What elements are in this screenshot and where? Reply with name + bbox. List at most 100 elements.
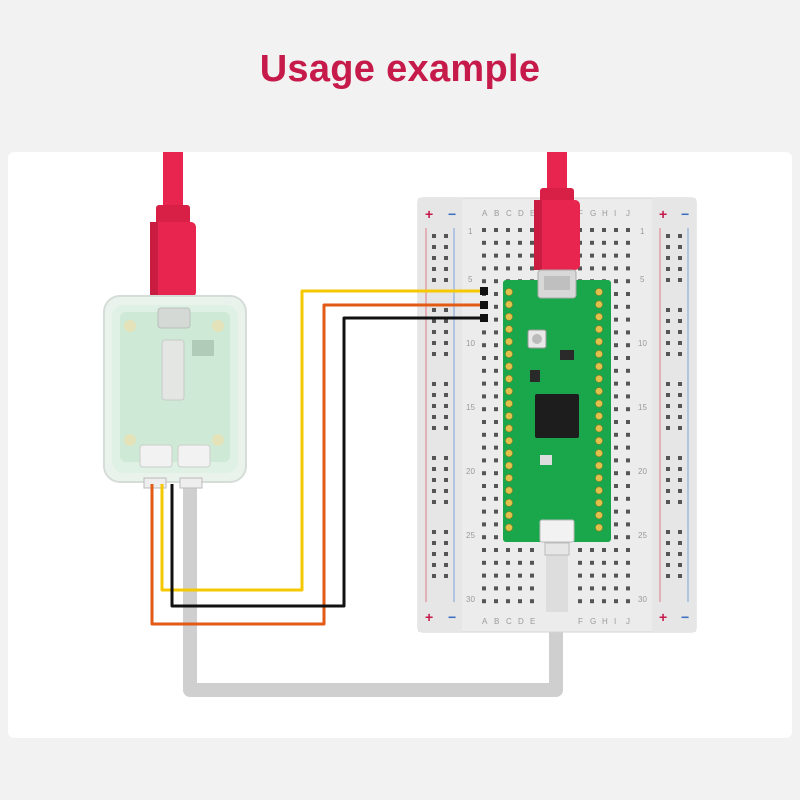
breadboard-hole <box>518 586 522 591</box>
breadboard-hole <box>614 573 618 578</box>
breadboard-hole <box>626 586 630 591</box>
breadboard-hole <box>444 393 448 397</box>
breadboard-hole <box>626 420 630 424</box>
breadboard-hole <box>494 496 498 501</box>
breadboard-hole <box>614 240 618 245</box>
breadboard-hole <box>482 471 486 476</box>
breadboard-hole <box>444 574 448 578</box>
breadboard-hole <box>614 407 618 412</box>
breadboard-hole <box>494 445 498 450</box>
breadboard-hole <box>678 500 682 504</box>
breadboard-hole <box>614 317 618 322</box>
breadboard-hole <box>666 341 670 345</box>
breadboard-hole <box>518 599 522 604</box>
breadboard-hole <box>626 240 630 245</box>
row-number: 15 <box>638 403 647 412</box>
pico-pin <box>505 374 513 383</box>
breadboard-hole <box>602 266 606 271</box>
breadboard-hole <box>444 245 448 249</box>
breadboard-hole <box>666 530 670 534</box>
breadboard-hole <box>666 393 670 397</box>
breadboard-hole <box>614 381 618 386</box>
breadboard-hole <box>590 599 594 604</box>
breadboard-hole <box>494 432 498 437</box>
breadboard-hole <box>626 458 630 463</box>
breadboard-hole <box>590 266 594 271</box>
pico-pin <box>505 350 513 358</box>
column-label: I <box>614 617 616 626</box>
breadboard-hole <box>626 228 630 232</box>
breadboard-hole <box>482 356 486 360</box>
pico-pin <box>595 362 603 371</box>
breadboard-hole <box>482 432 486 437</box>
breadboard-hole <box>432 234 436 238</box>
breadboard-hole <box>444 541 448 545</box>
breadboard-hole <box>494 368 498 373</box>
breadboard-hole <box>626 292 630 296</box>
pico-pin <box>505 474 513 482</box>
breadboard-hole <box>530 228 534 232</box>
breadboard-hole <box>432 563 436 567</box>
breadboard-hole <box>614 356 618 360</box>
breadboard-hole <box>494 471 498 476</box>
row-number: 25 <box>638 531 647 540</box>
pico-pin <box>595 350 603 358</box>
pico-pin <box>595 498 603 507</box>
breadboard-hole <box>444 267 448 271</box>
breadboard-hole <box>578 266 582 271</box>
breadboard-hole <box>614 253 618 258</box>
row-number: 5 <box>468 275 473 284</box>
page-title: Usage example <box>259 48 541 90</box>
pico-pin <box>505 449 513 458</box>
pico-pin <box>505 325 513 334</box>
breadboard-hole <box>666 382 670 386</box>
breadboard-hole <box>602 228 606 232</box>
breadboard-hole <box>678 456 682 460</box>
pico-pin <box>595 461 603 470</box>
breadboard-hole <box>626 471 630 476</box>
breadboard-hole <box>678 541 682 545</box>
pico-pin <box>505 300 513 309</box>
breadboard-hole <box>494 381 498 386</box>
pico-pin <box>595 486 603 495</box>
breadboard-hole <box>678 552 682 556</box>
pico-pin <box>505 424 513 433</box>
breadboard-hole <box>482 330 486 335</box>
breadboard-hole <box>506 548 510 552</box>
breadboard-hole <box>678 467 682 471</box>
breadboard-hole <box>590 548 594 552</box>
breadboard-hole <box>482 228 486 232</box>
pico-pin <box>595 523 603 532</box>
pico-pin <box>595 412 603 420</box>
breadboard-hole <box>666 467 670 471</box>
column-label: C <box>506 209 512 218</box>
breadboard-hole <box>666 552 670 556</box>
breadboard-hole <box>666 278 670 282</box>
pico-pin <box>595 474 603 482</box>
breadboard-hole <box>666 500 670 504</box>
breadboard-hole <box>614 343 618 348</box>
debug-probe <box>103 295 247 489</box>
breadboard-hole <box>482 484 486 488</box>
column-label: G <box>590 617 596 626</box>
breadboard-hole <box>626 535 630 540</box>
breadboard-hole <box>506 228 510 232</box>
pico-pin <box>505 498 513 507</box>
breadboard-hole <box>530 253 534 258</box>
breadboard-hole <box>626 407 630 412</box>
pico-pin <box>595 449 603 458</box>
breadboard-hole <box>614 509 618 514</box>
breadboard-hole <box>432 574 436 578</box>
breadboard-hole <box>678 382 682 386</box>
breadboard-hole <box>494 599 498 604</box>
breadboard-hole <box>482 573 486 578</box>
pico-pin <box>505 436 513 445</box>
row-number: 30 <box>466 595 475 604</box>
breadboard-hole <box>518 240 522 245</box>
breadboard-hole <box>626 343 630 348</box>
column-label: H <box>602 617 608 626</box>
breadboard-hole <box>494 522 498 527</box>
breadboard-hole <box>602 586 606 591</box>
breadboard-hole <box>518 228 522 232</box>
